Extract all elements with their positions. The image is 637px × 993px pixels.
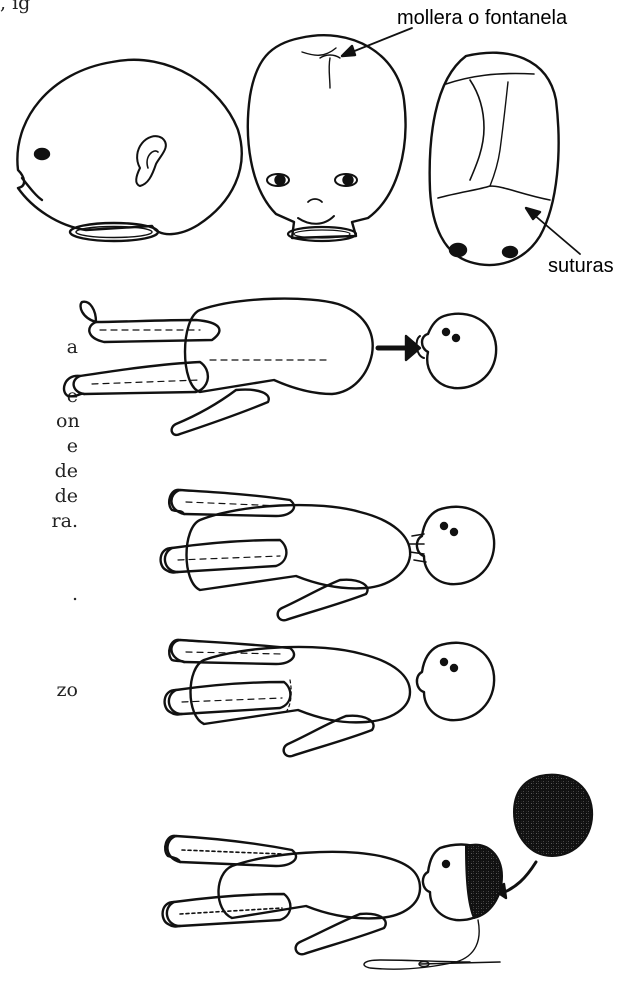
body4-head-eye [443,861,449,867]
sewing-needle [420,962,500,964]
body2-arm [278,580,368,621]
doll-body-step-3 [165,640,495,756]
body2-torso [187,505,411,590]
body1-head-eye [443,329,449,335]
body1-stitch-2 [92,380,200,384]
body1-upper-leg [89,320,219,342]
body4-torso [219,852,421,918]
body4-lower-leg [167,894,291,926]
body1-head-eye-2 [453,335,459,341]
head-side-ear [136,136,166,186]
body3-stitch-2 [182,698,282,702]
head-front-eye-right-pupil [344,176,353,185]
suture-top [446,73,534,84]
body3-head-eye-2 [451,665,457,671]
body1-head [422,314,496,388]
body1-upper-foot [81,302,96,322]
body2-upper-leg [171,490,294,516]
body2-head-eye [441,523,447,529]
head-side-neck-ring [70,223,158,241]
suture-center [470,80,484,180]
body2-stitch-1 [186,502,282,506]
body3-head [417,643,494,720]
head-front-mouth [298,216,334,224]
fontanel-mark [302,48,340,88]
head-front-neck-ring [288,227,356,241]
head-front-nose [308,199,322,202]
doll-body-step-2 [161,490,495,620]
head-front-eye-left-pupil [276,176,285,185]
body3-head-eye [441,659,447,665]
head-top-ear-left [450,244,466,256]
body2-stitch-2 [178,556,280,560]
body4-arm [296,914,386,955]
doll-body-step-4 [163,775,593,969]
body1-torso [185,299,373,394]
head-side-view [17,60,241,241]
suture-bottom [438,186,550,200]
body2-head [417,507,494,584]
head-front-view [248,35,406,241]
head-top-ear-right [503,247,517,257]
hair-cap-attached [466,845,502,918]
body2-head-eye-2 [451,529,457,535]
hair-cap-loose [514,775,592,856]
head-side-outline [17,60,241,234]
body1-arm [172,390,269,435]
head-side-eye [35,149,49,159]
body4-stitch-1 [182,850,282,854]
head-top-outline [430,53,559,265]
fontanel-arrowhead [342,46,355,56]
head-top-view [430,53,559,265]
head-front-outline [248,35,406,238]
doll-body-step-1 [64,299,496,435]
suture-right [490,82,508,186]
body4-upper-leg [167,836,296,866]
